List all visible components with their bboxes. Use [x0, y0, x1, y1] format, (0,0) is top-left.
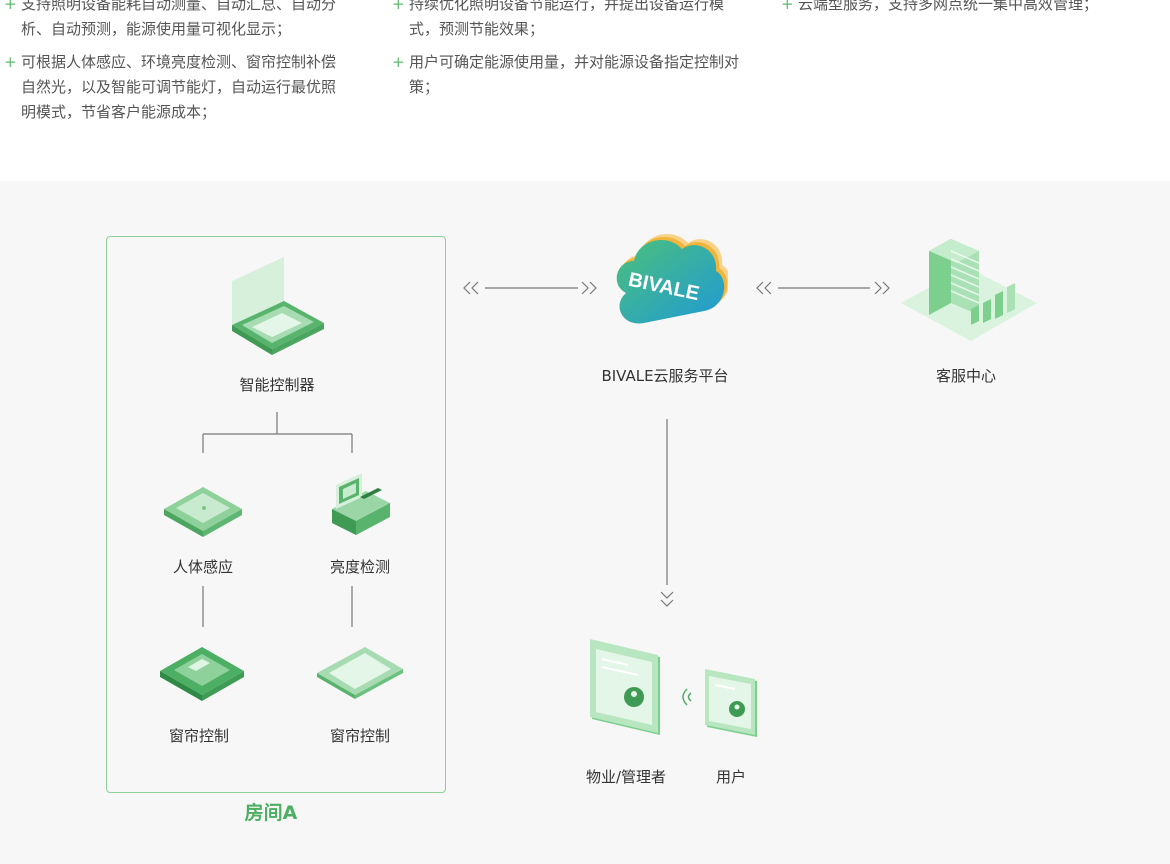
- controller-label: 智能控制器: [239, 376, 315, 394]
- feature-item: +持续优化照明设备节能运行，并提出设备运行模式，预测节能效果；: [392, 0, 742, 42]
- feature-item: +支持照明设备能耗自动测量、自动汇总、自动分析、自动预测，能源使用量可视化显示；: [4, 0, 344, 42]
- manager-card-icon: [590, 639, 660, 735]
- room-label: 房间A: [244, 802, 298, 824]
- curtain-control-icon: [317, 647, 403, 699]
- feature-column-2: +持续优化照明设备节能运行，并提出设备运行模式，预测节能效果； +用户可确定能源…: [392, 0, 742, 108]
- chevron-right-icon: [882, 281, 890, 295]
- chevron-down-icon: [660, 599, 674, 607]
- cloud-label: BIVALE云服务平台: [601, 367, 729, 385]
- feature-column-3: +云端型服务，支持多网点统一集中高效管理；: [781, 0, 1170, 25]
- chevron-right-icon: [589, 281, 597, 295]
- motion-sensor-icon: [164, 487, 242, 537]
- user-card-icon: [705, 669, 757, 737]
- system-diagram: 房间A: [0, 181, 1170, 864]
- building-icon: [901, 239, 1037, 341]
- feature-column-1: +支持照明设备能耗自动测量、自动汇总、自动分析、自动预测，能源使用量可视化显示；…: [4, 0, 344, 133]
- chevron-right-icon: [874, 281, 882, 295]
- room-box: [106, 236, 446, 793]
- brightness-label: 亮度检测: [329, 558, 390, 576]
- feature-item: +用户可确定能源使用量，并对能源设备指定控制对策；: [392, 50, 742, 100]
- curtain-control-icon: [160, 647, 244, 701]
- cloud-icon: BIVALE: [616, 234, 728, 324]
- plus-icon: +: [781, 0, 794, 13]
- plus-icon: +: [392, 0, 405, 13]
- connectors: [202, 281, 890, 627]
- manager-label: 物业/管理者: [585, 768, 667, 786]
- wireless-signal-icon: [682, 688, 692, 706]
- curtain-control-label-2: 窗帘控制: [329, 727, 390, 745]
- chevron-left-icon: [756, 281, 764, 295]
- plus-icon: +: [4, 53, 17, 71]
- user-label: 用户: [715, 768, 746, 786]
- chevron-left-icon: [471, 281, 479, 295]
- sensor-label: 人体感应: [172, 558, 233, 576]
- plus-icon: +: [4, 0, 17, 13]
- plus-icon: +: [392, 53, 405, 71]
- feature-list: +支持照明设备能耗自动测量、自动汇总、自动分析、自动预测，能源使用量可视化显示；…: [0, 0, 1170, 181]
- feature-item: +可根据人体感应、环境亮度检测、窗帘控制补偿自然光，以及智能可调节能灯，自动运行…: [4, 50, 344, 125]
- controller-icon: [232, 257, 324, 355]
- chevron-down-icon: [660, 591, 674, 599]
- brightness-meter-icon: [332, 473, 390, 535]
- chevron-right-icon: [581, 281, 589, 295]
- feature-item: +云端型服务，支持多网点统一集中高效管理；: [781, 0, 1170, 17]
- curtain-control-label-1: 窗帘控制: [168, 727, 229, 745]
- service-label: 客服中心: [935, 367, 996, 385]
- chevron-left-icon: [764, 281, 772, 295]
- chevron-left-icon: [463, 281, 471, 295]
